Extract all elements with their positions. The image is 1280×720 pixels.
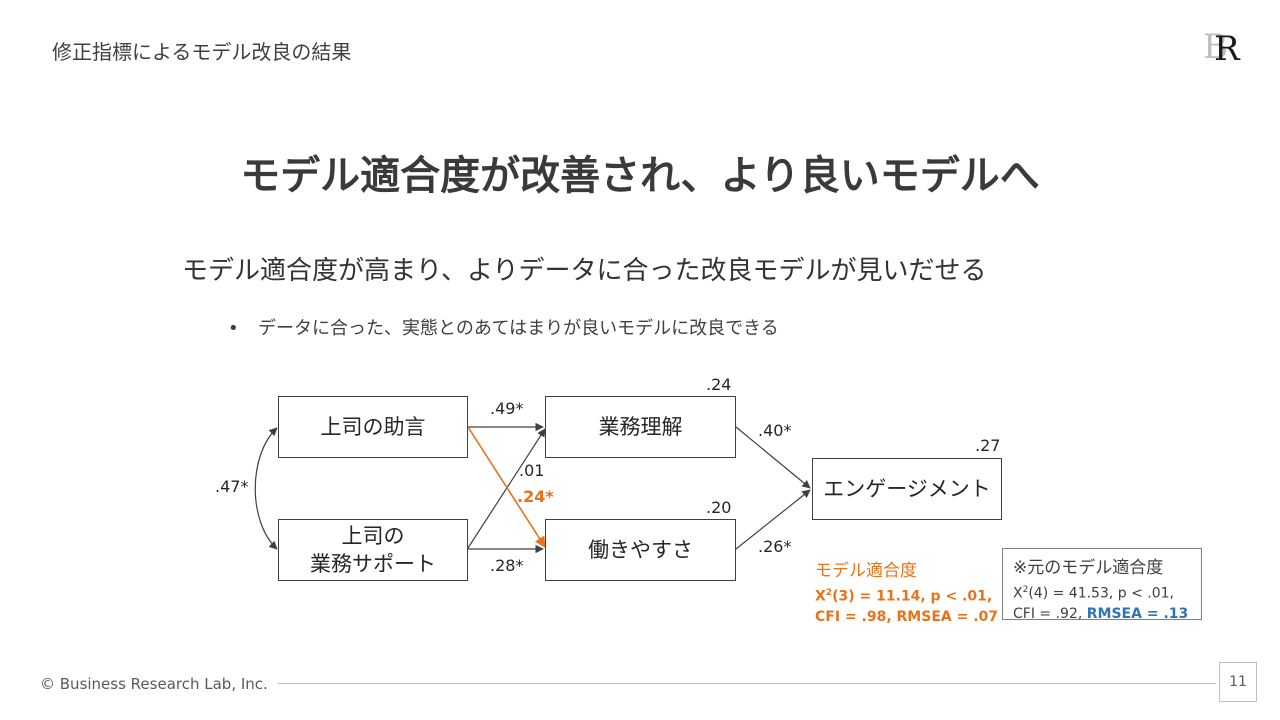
node-workability-label: 働きやすさ [588,538,693,562]
bullet-marker: • [228,318,239,339]
arrow-support-to-understanding [467,428,546,549]
page-title: モデル適合度が改善され、より良いモデルへ [240,153,1040,199]
fit-new-chi-rest: (3) = 11.14, p < .01, [832,588,993,605]
coef-correlation: .47* [215,477,249,496]
footer-copyright: © Business Research Lab, Inc. [40,675,268,693]
fit-new-chi-sup: 2 [825,588,833,598]
page-number: 11 [1219,662,1257,702]
bullet-text: データに合った、実態とのあてはまりが良いモデルに改良できる [258,318,779,339]
node-engagement: エンゲージメント [812,458,1002,520]
r2-understanding: .24 [706,375,732,394]
fit-new-heading: モデル適合度 [815,561,917,581]
arrow-understanding-to-engagement [735,426,811,489]
fit-old-chi-prefix: X [1013,585,1023,602]
logo-letter-r: R [1214,29,1240,69]
correlation-arrow [254,427,278,550]
coef-support-to-understanding: .01 [519,461,545,480]
fit-old-chi-sup: 2 [1022,585,1029,595]
logo-letter-b: B [1203,27,1228,67]
node-boss-support: 上司の 業務サポート [278,519,468,581]
company-logo: B R [1203,28,1251,68]
coef-understanding-to-engagement: .40* [758,421,792,440]
fit-old-chi-rest: (4) = 41.53, p < .01, [1028,585,1175,602]
fit-old-rmsea: RMSEA = .13 [1086,605,1189,622]
node-engagement-label: エンゲージメント [823,477,991,501]
node-understanding: 業務理解 [545,396,736,458]
footer-divider [278,683,1216,684]
fit-new-chi-prefix: X [815,588,826,605]
fit-new-box: モデル適合度 X2(3) = 11.14, p < .01, CFI = .98… [815,556,998,627]
node-boss-support-label-2: 業務サポート [310,552,436,576]
coef-support-to-workability: .28* [490,556,524,575]
fit-new-line2: CFI = .98, RMSEA = .07 [815,608,998,625]
fit-old-line2-plain: CFI = .92, [1013,605,1087,622]
page-subtitle: モデル適合度が高まり、よりデータに合った改良モデルが見いだせる [182,256,987,286]
r2-engagement: .27 [975,436,1001,455]
fit-old-chi-line: X2(4) = 41.53, p < .01, [1013,580,1191,604]
r2-workability: .20 [706,498,732,517]
node-boss-support-label-1: 上司の [341,524,405,548]
section-label: 修正指標によるモデル改良の結果 [52,40,352,64]
arrow-workability-to-engagement [735,489,811,550]
node-understanding-label: 業務理解 [598,415,683,439]
node-boss-advice: 上司の助言 [278,396,468,458]
fit-old-line2: CFI = .92, RMSEA = .13 [1013,604,1191,624]
node-boss-advice-label: 上司の助言 [320,415,426,439]
page-number-label: 11 [1229,674,1247,690]
node-workability: 働きやすさ [545,519,736,581]
fit-old-box: ※元のモデル適合度 X2(4) = 41.53, p < .01, CFI = … [1002,548,1202,622]
bullet-item: • データに合った、実態とのあてはまりが良いモデルに改良できる [228,314,779,340]
fit-new-chi-line: X2(3) = 11.14, p < .01, [815,583,998,607]
coef-workability-to-engagement: .26* [758,537,792,556]
coef-advice-to-understanding: .49* [490,399,524,418]
arrow-advice-to-workability [467,426,546,548]
coef-advice-to-workability: .24* [517,487,554,506]
fit-old-heading: ※元のモデル適合度 [1013,558,1164,578]
